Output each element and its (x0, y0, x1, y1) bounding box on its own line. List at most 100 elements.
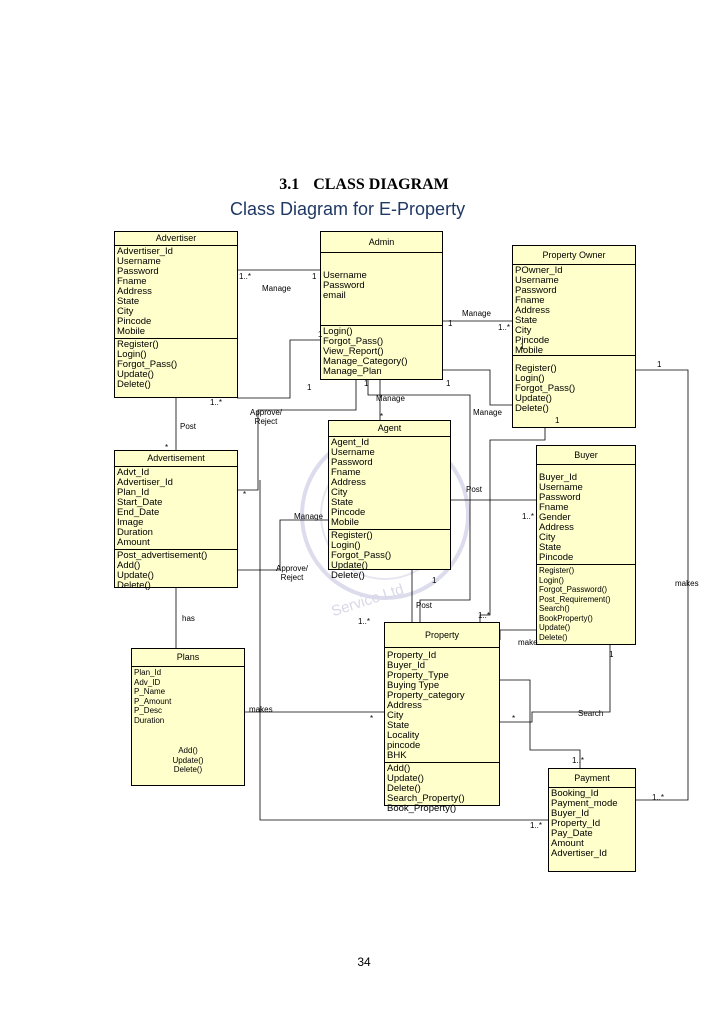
multiplicity: 1 (657, 360, 662, 369)
class-member: Update() (331, 560, 368, 571)
class-advertisement-methods: Post_advertisement()Add()Update()Delete(… (115, 549, 237, 592)
assoc-buyer-property-search (500, 645, 611, 723)
multiplicity: 1..* (522, 512, 535, 521)
label-manage: Manage (262, 284, 291, 293)
assoc-agent-advertisement-manage (237, 519, 328, 571)
class-member: Login() (331, 540, 361, 551)
class-member: Fname (515, 295, 545, 306)
class-member: Mobile (515, 345, 543, 356)
class-property-name: Property (385, 623, 499, 648)
page-number: 34 (357, 955, 371, 969)
label-makes: makes (249, 705, 273, 714)
class-member: Property_Type (387, 670, 449, 681)
class-member: Mobile (331, 517, 359, 528)
label-approve-reject: Approve/ Reject (250, 408, 283, 426)
label-post: Post (416, 601, 433, 610)
class-member: Username (323, 270, 367, 281)
class-member: Locality (387, 730, 420, 741)
class-admin-name: Admin (321, 232, 442, 253)
class-member: Search() (539, 604, 570, 613)
label-manage: Manage (473, 408, 502, 417)
multiplicity: * (512, 714, 516, 723)
class-member: Address (387, 700, 422, 711)
class-member: P_Amount (134, 696, 172, 706)
label-make: make (518, 638, 538, 647)
class-member: Login() (323, 326, 353, 337)
class-member: Buyer_Id (551, 808, 590, 819)
class-member: Update() (387, 773, 424, 784)
class-member: Delete() (331, 570, 365, 581)
multiplicity: 1..* (210, 398, 223, 407)
class-member: Address (515, 305, 550, 316)
class-member: Property_category (387, 690, 465, 701)
class-member: Delete() (515, 403, 549, 414)
class-member: State (539, 542, 562, 553)
class-member: Password (539, 492, 581, 503)
class-property-methods: Add()Update()Delete()Search_Property()Bo… (385, 762, 499, 815)
class-member: Update() (172, 755, 204, 765)
class-member: Register() (331, 530, 373, 541)
class-agent-name: Agent (329, 421, 450, 437)
class-member: Fname (539, 502, 569, 513)
class-member: State (331, 497, 354, 508)
class-member: Register() (117, 339, 159, 350)
class-member: Search_Property() (387, 793, 465, 804)
class-member: Add() (117, 560, 141, 571)
class-member: Advertiser_Id (117, 246, 173, 257)
class-member: P_Name (134, 687, 166, 696)
class-member: Update() (515, 393, 552, 404)
class-member: Pay_Date (551, 828, 593, 839)
class-member: Delete() (173, 765, 203, 774)
class-member: Duration (117, 527, 153, 538)
assoc-admin-advertisement-approve (237, 380, 357, 491)
class-member: BHK (387, 750, 407, 761)
class-member: Delete() (117, 379, 151, 390)
class-member: Pincode (539, 552, 574, 563)
class-member: Password (331, 457, 373, 468)
assoc-admin-advertiser-approve (237, 339, 320, 399)
assoc-owner-property (479, 428, 546, 622)
label-manage: Manage (376, 394, 405, 403)
multiplicity: 1 (312, 272, 317, 281)
class-member: City (387, 710, 404, 721)
class-property-owner-methods: Register()Login()Forgot_Pass()Update()De… (513, 355, 635, 415)
class-member: Fname (331, 467, 361, 478)
class-member: Forgot_Password() (539, 585, 608, 594)
class-member: Pincode (117, 316, 152, 327)
class-member: State (515, 315, 538, 326)
assoc-buyer-payment (630, 369, 689, 801)
class-member: Delete() (117, 580, 151, 591)
class-member: Password (515, 285, 557, 296)
label-manage: Manage (462, 309, 491, 318)
class-member: Plan_Id (117, 487, 150, 498)
class-plans-methods: Add()Update()Delete() (132, 745, 244, 776)
multiplicity: 1..* (478, 611, 491, 620)
class-member: Password (323, 280, 365, 291)
class-member: Forgot_Pass() (117, 359, 178, 370)
multiplicity: 1..* (652, 793, 665, 802)
multiplicity: * (243, 490, 247, 499)
class-member: Manage_Plan (323, 366, 382, 377)
multiplicity: * (370, 714, 374, 723)
class-member: Mobile (117, 326, 145, 337)
multiplicity: 1..* (239, 272, 252, 281)
multiplicity: 1 (448, 319, 453, 328)
class-member: Duration (134, 715, 165, 725)
assoc-admin-property-manage (367, 380, 471, 622)
class-member: Register() (515, 363, 557, 374)
class-member: Delete() (539, 632, 568, 642)
multiplicity: 1 (520, 342, 525, 351)
